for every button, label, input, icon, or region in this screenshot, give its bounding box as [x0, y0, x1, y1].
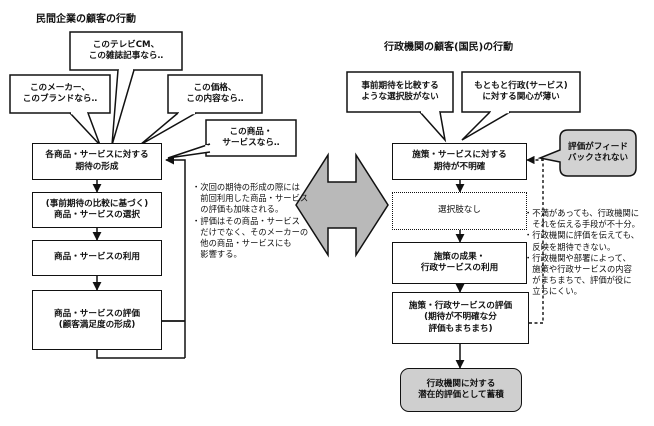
right-box-evaluation: 施策・行政サービスの評価 (期待が不明確な分 評価もまちまち) — [392, 292, 529, 344]
left-feedback-base — [96, 350, 185, 359]
right-box-no-choice: 選択肢なし — [392, 192, 527, 230]
left-box-usage: 商品・サービスの利用 — [32, 240, 162, 276]
right-note: ・不満があっても、行政機関に それを伝える手段が不十分。 ・行政機関に評価を伝え… — [524, 208, 640, 297]
left-note: ・次回の期待の形成の際には 前回利用した商品・サービス の評価も加味される。 ・… — [192, 182, 309, 260]
right-bubble-shape-2 — [461, 71, 581, 141]
left-box-selection: (事前期待の比較に基づく) 商品・サービスの選択 — [32, 192, 162, 228]
right-feedback-arrow — [526, 155, 544, 324]
right-box-accumulation: 行政機関に対する 潜在的評価として蓄積 — [400, 368, 522, 412]
left-box-expectation: 各商品・サービスに対する 期待の形成 — [32, 143, 162, 180]
left-bubble-shape-3 — [139, 74, 263, 146]
right-bubble-1: 事前期待を比較する ような選択肢がない — [361, 80, 439, 102]
center-double-arrow — [295, 152, 389, 258]
left-bubble-3: この価格、 この内容なら‥ — [186, 82, 244, 104]
right-bubble-shape-3 — [537, 129, 637, 177]
left-box-evaluation: 商品・サービスの評価 (顧客満足度の形成) — [32, 290, 162, 350]
left-bubble-shape-1 — [9, 74, 111, 146]
right-bubble-2: もともと行政(サービス) に対する関心が薄い — [474, 80, 568, 102]
left-bubble-shape-4 — [167, 119, 297, 159]
left-bubble-1: このメーカー、 このブランドなら‥ — [22, 82, 98, 104]
left-bubble-2: このテレビCM、 この雑誌記事なら‥ — [88, 39, 164, 61]
right-title: 行政機関の顧客(国民)の行動 — [384, 42, 514, 53]
left-bubble-4: この商品・ サービスなら‥ — [222, 126, 280, 148]
right-bubble-3: 評価がフィード バックされない — [567, 141, 629, 163]
left-title: 民間企業の顧客の行動 — [36, 14, 136, 25]
left-feedback-arrow — [162, 155, 186, 358]
right-box-expectation: 施策・サービスに対する 期待が不明確 — [392, 143, 527, 180]
right-box-usage: 施策の成果・ 行政サービスの利用 — [392, 242, 527, 284]
right-bubble-shape-1 — [346, 71, 454, 143]
